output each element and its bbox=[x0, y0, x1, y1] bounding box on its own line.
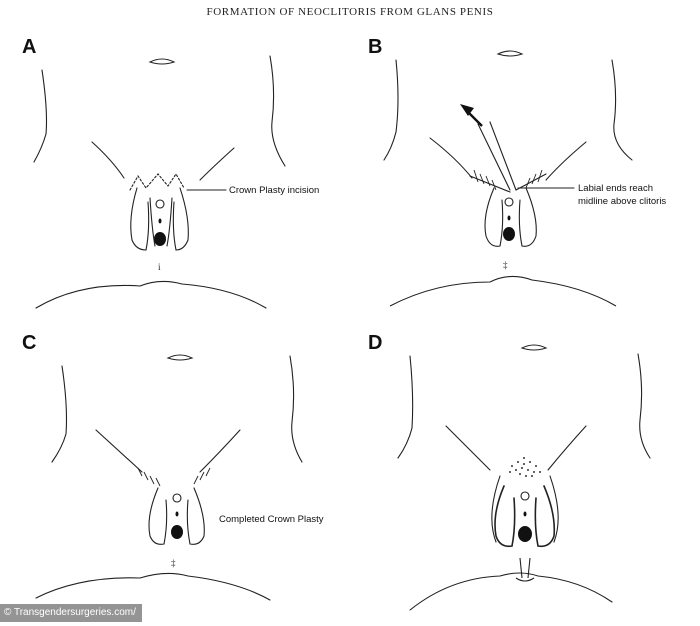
left-labium bbox=[494, 485, 516, 548]
neoclitoris bbox=[172, 493, 182, 503]
panel-letter-b: B bbox=[368, 36, 383, 58]
right-torso-line bbox=[269, 55, 286, 167]
panel-c-drawing: ‡ bbox=[35, 354, 303, 601]
panel-b: B ‡ Labial ends reach midline bbox=[350, 30, 700, 330]
annotation-labial-ends: Labial ends reach midline above clitoris bbox=[578, 182, 666, 208]
left-labium bbox=[148, 487, 168, 545]
inner-right bbox=[166, 197, 173, 247]
left-labium bbox=[130, 187, 150, 251]
outer-right bbox=[549, 475, 559, 543]
right-stitch-marks bbox=[525, 169, 543, 189]
perineal-detail bbox=[515, 557, 535, 582]
right-labium bbox=[186, 487, 205, 545]
right-flap bbox=[515, 173, 547, 191]
left-groin-line bbox=[429, 137, 473, 179]
perineum-mark: ‡ bbox=[503, 260, 508, 270]
annotation-line-1: Labial ends reach bbox=[578, 183, 653, 194]
buttock-line bbox=[409, 572, 613, 611]
navel bbox=[166, 354, 194, 361]
left-torso-line bbox=[383, 59, 399, 161]
navel bbox=[496, 50, 524, 57]
left-stitch-marks bbox=[473, 169, 497, 191]
buttock-line bbox=[35, 572, 271, 601]
vaginal-opening bbox=[503, 227, 515, 241]
perineum-mark: ‡ bbox=[171, 558, 176, 568]
left-torso-line bbox=[33, 69, 48, 163]
urethral-meatus bbox=[523, 511, 527, 517]
panel-letter-c: C bbox=[22, 332, 37, 354]
urethral-meatus bbox=[158, 218, 162, 224]
panel-a: A i Crown Plasty incision bbox=[0, 30, 350, 330]
right-suture-marks bbox=[193, 467, 211, 485]
right-labium bbox=[534, 485, 556, 548]
annotation-completed-crown-plasty: Completed Crown Plasty bbox=[219, 514, 324, 525]
panel-letter-a: A bbox=[22, 36, 37, 58]
left-groin-line bbox=[445, 425, 491, 471]
neoclitoris bbox=[155, 199, 165, 209]
neoclitoris bbox=[520, 491, 530, 501]
panel-d: D bbox=[350, 326, 700, 626]
urethral-meatus bbox=[507, 215, 511, 221]
vaginal-opening bbox=[518, 526, 532, 542]
left-torso-line bbox=[51, 365, 68, 463]
right-groin-line bbox=[199, 147, 235, 181]
buttock-line bbox=[35, 280, 267, 309]
left-labium bbox=[484, 187, 504, 247]
right-torso-line bbox=[611, 59, 633, 161]
navel bbox=[148, 58, 176, 65]
neoclitoris bbox=[504, 197, 514, 207]
left-groin-line bbox=[91, 141, 125, 179]
panel-letter-d: D bbox=[368, 332, 383, 354]
outer-left bbox=[491, 475, 501, 543]
left-groin-line bbox=[95, 429, 143, 473]
pubic-hair-stipple bbox=[509, 457, 541, 477]
urethral-meatus bbox=[175, 511, 179, 517]
annotation-line-2: midline above clitoris bbox=[578, 196, 667, 207]
right-torso-line bbox=[289, 355, 303, 463]
right-groin-line bbox=[545, 141, 587, 181]
right-labium bbox=[518, 187, 537, 247]
right-groin-line bbox=[547, 425, 587, 471]
inner-left bbox=[149, 197, 156, 247]
panel-d-drawing bbox=[397, 344, 651, 611]
pull-line-1 bbox=[477, 123, 511, 191]
panel-b-drawing: ‡ bbox=[383, 50, 633, 307]
right-groin-line bbox=[199, 429, 241, 473]
buttock-line bbox=[389, 275, 617, 307]
figure-title: FORMATION OF NEOCLITORIS FROM GLANS PENI… bbox=[206, 6, 494, 18]
arrow-head bbox=[460, 104, 474, 116]
pull-line-2 bbox=[489, 121, 517, 191]
left-suture-marks bbox=[137, 467, 161, 487]
navel bbox=[520, 344, 548, 351]
vaginal-opening bbox=[154, 232, 166, 246]
right-labium bbox=[172, 187, 189, 251]
right-torso-line bbox=[637, 353, 651, 459]
annotation-crown-plasty-incision: Crown Plasty incision bbox=[229, 185, 320, 196]
perineum-mark: i bbox=[158, 262, 161, 272]
panel-c: C ‡ Completed Crown Plasty bbox=[0, 326, 350, 626]
panel-a-drawing: i bbox=[33, 55, 286, 309]
vaginal-opening bbox=[171, 525, 183, 539]
crown-incision bbox=[129, 172, 185, 191]
left-torso-line bbox=[397, 355, 414, 459]
credit-watermark: © Transgendersurgeries.com/ bbox=[0, 604, 142, 622]
